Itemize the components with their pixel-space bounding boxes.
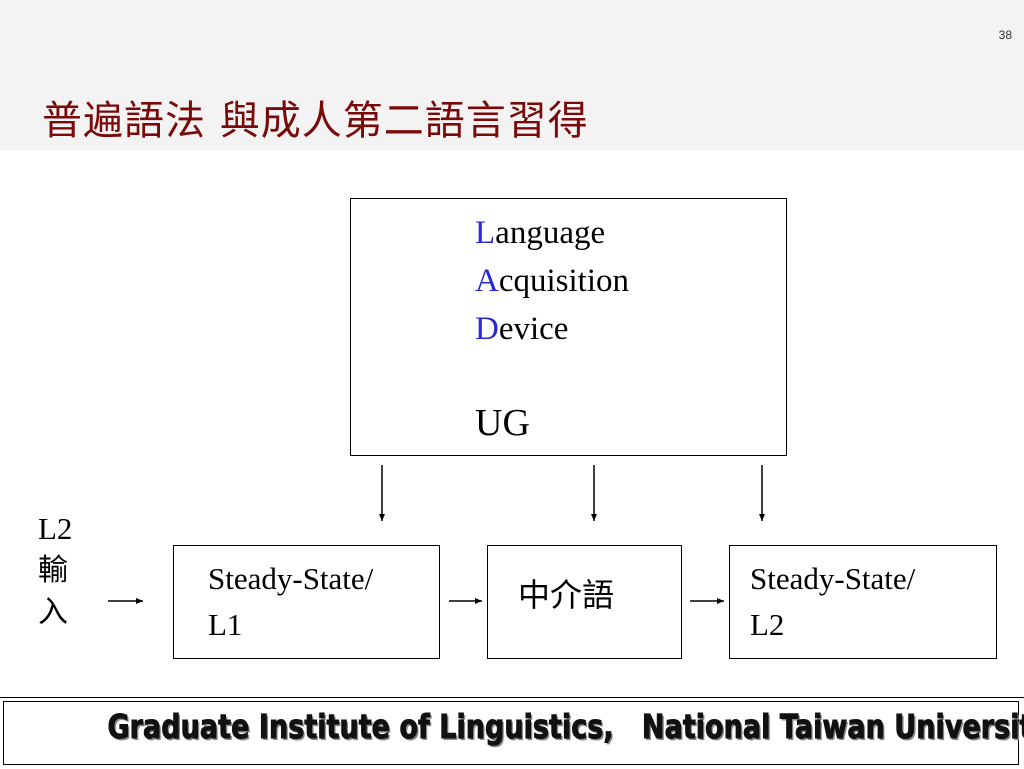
footer-institution-text: Graduate Institute of Linguistics, Natio… — [107, 707, 1024, 747]
lad-initial-d: D — [475, 311, 499, 347]
steady-state-l1-box: Steady-State/ L1 — [173, 545, 440, 659]
lad-rest-acquisition: cquisition — [498, 263, 630, 299]
lad-rest-device: evice — [498, 311, 569, 347]
lad-initial-l: L — [475, 215, 496, 251]
interlanguage-box: 中介語 — [487, 545, 682, 659]
steady-state-l2-text: Steady-State/ L2 — [750, 556, 915, 648]
box1-line2: L1 — [208, 607, 243, 642]
lad-rest-language: anguage — [495, 215, 606, 251]
l2-input-line3: 入 — [38, 595, 68, 630]
footer-frame: Graduate Institute of Linguistics, Natio… — [3, 701, 1024, 765]
box3-line2: L2 — [750, 607, 785, 642]
page-number: 38 — [998, 28, 1012, 42]
l2-input-label: L2 輸 入 — [38, 508, 88, 634]
slide-title: 普遍語法 與成人第二語言習得 — [42, 98, 589, 144]
l2-input-line1: L2 — [38, 511, 73, 546]
steady-state-l1-text: Steady-State/ L1 — [208, 556, 373, 648]
lad-initial-a: A — [475, 263, 499, 299]
lad-line-language: Language — [475, 209, 629, 257]
box3-line1: Steady-State/ — [750, 561, 916, 596]
box1-line1: Steady-State/ — [208, 561, 374, 596]
footer-bar: Graduate Institute of Linguistics, Natio… — [0, 697, 1024, 769]
header-band — [0, 0, 1024, 150]
ug-label: UG — [475, 402, 530, 444]
lad-line-acquisition: Acquisition — [475, 257, 629, 305]
steady-state-l2-box: Steady-State/ L2 — [729, 545, 997, 659]
lad-box: Language Acquisition Device UG — [350, 198, 787, 456]
lad-line-device: Device — [475, 305, 629, 353]
lad-text: Language Acquisition Device — [475, 209, 629, 353]
interlanguage-text: 中介語 — [518, 576, 615, 614]
l2-input-line2: 輸 — [38, 553, 68, 588]
